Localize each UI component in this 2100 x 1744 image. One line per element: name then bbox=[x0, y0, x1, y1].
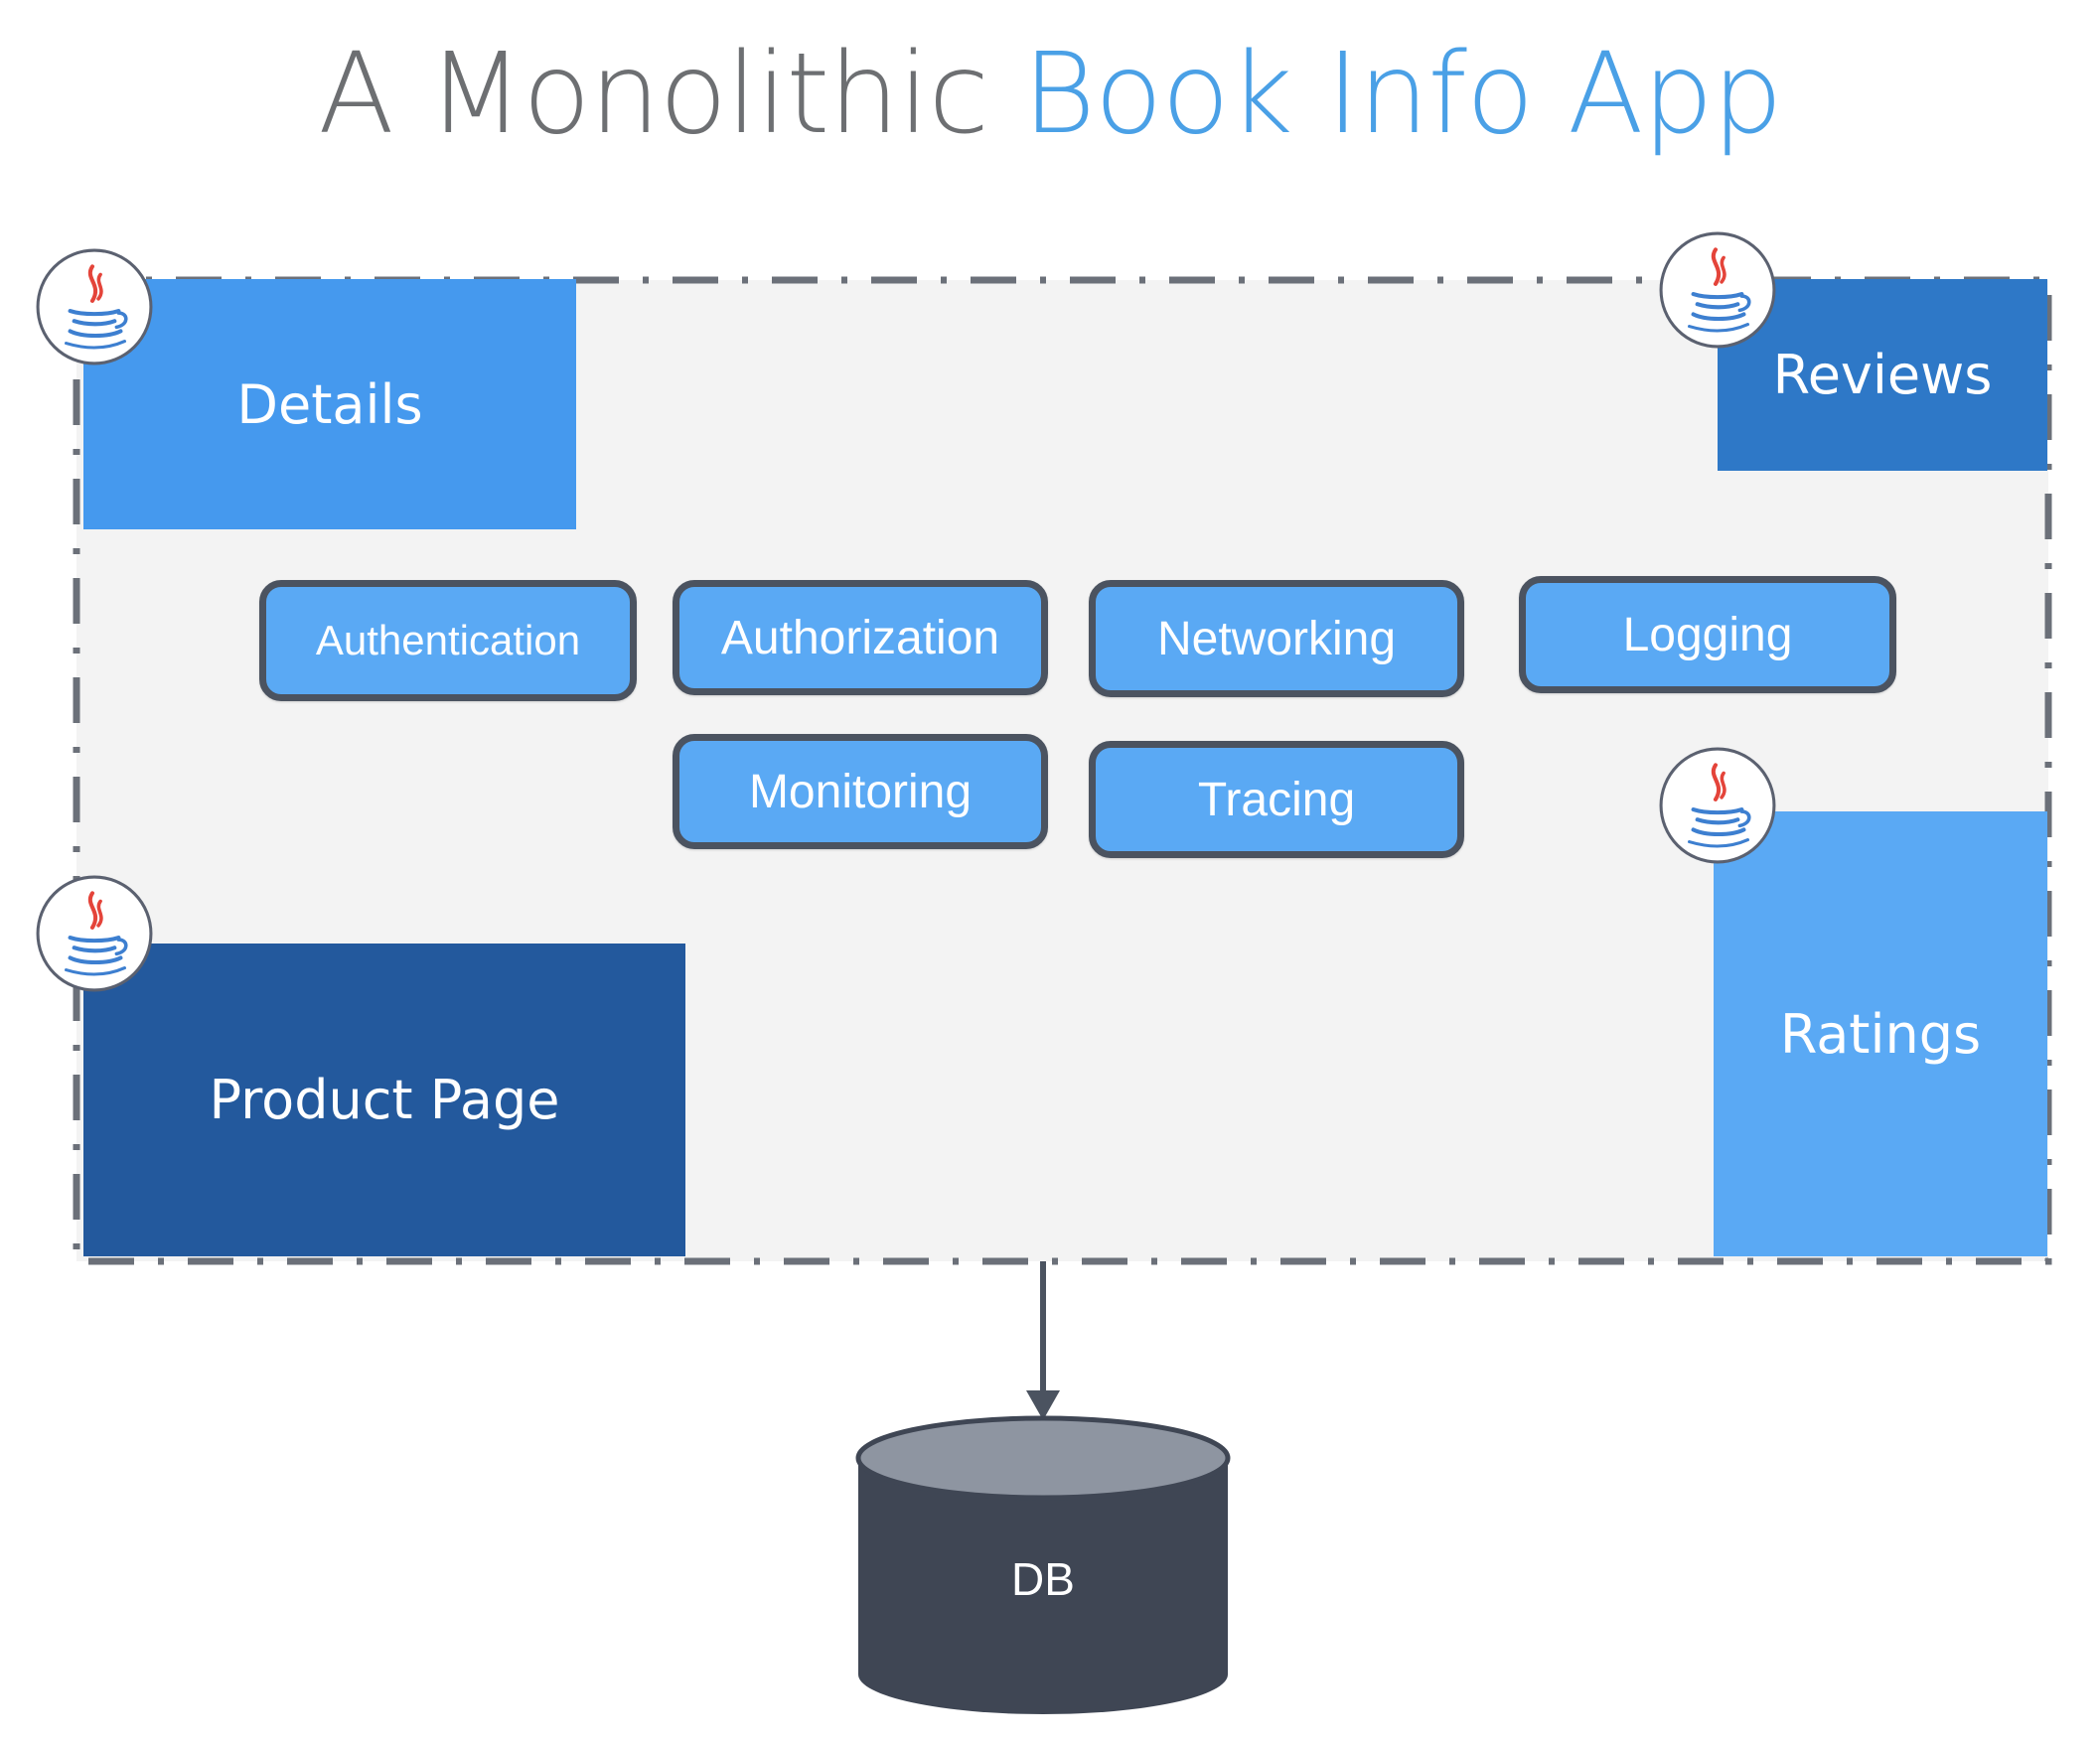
java-icon bbox=[36, 248, 153, 365]
authorization-box: Authorization bbox=[673, 580, 1048, 695]
details-label: Details bbox=[236, 372, 423, 436]
product-page-service: Product Page bbox=[83, 944, 685, 1256]
ratings-label: Ratings bbox=[1779, 1002, 1982, 1066]
title-prefix: A Monolithic bbox=[318, 30, 989, 159]
authentication-box: Authentication bbox=[259, 580, 637, 701]
java-icon bbox=[36, 875, 153, 992]
networking-box: Networking bbox=[1089, 580, 1464, 697]
monitoring-box: Monitoring bbox=[673, 734, 1048, 849]
tracing-box: Tracing bbox=[1089, 741, 1464, 858]
logging-box: Logging bbox=[1519, 576, 1896, 693]
ratings-service: Ratings bbox=[1714, 811, 2047, 1256]
java-icon bbox=[1659, 231, 1776, 349]
database-label: DB bbox=[1011, 1553, 1075, 1605]
reviews-service: Reviews bbox=[1718, 279, 2047, 471]
product-page-label: Product Page bbox=[209, 1069, 560, 1131]
monitoring-label: Monitoring bbox=[748, 765, 973, 818]
logging-label: Logging bbox=[1622, 608, 1793, 661]
connector-arrowhead bbox=[1026, 1390, 1060, 1420]
database-cylinder bbox=[855, 1415, 1231, 1714]
details-service: Details bbox=[83, 279, 576, 529]
database-top bbox=[855, 1415, 1231, 1501]
java-icon bbox=[1659, 747, 1776, 864]
page-title: A Monolithic Book Info App bbox=[0, 30, 2100, 159]
tracing-label: Tracing bbox=[1197, 773, 1356, 826]
authorization-label: Authorization bbox=[720, 611, 1000, 664]
networking-label: Networking bbox=[1156, 612, 1397, 665]
authentication-label: Authentication bbox=[315, 617, 581, 663]
title-highlight: Book Info App bbox=[1022, 30, 1783, 159]
reviews-label: Reviews bbox=[1772, 344, 1993, 406]
